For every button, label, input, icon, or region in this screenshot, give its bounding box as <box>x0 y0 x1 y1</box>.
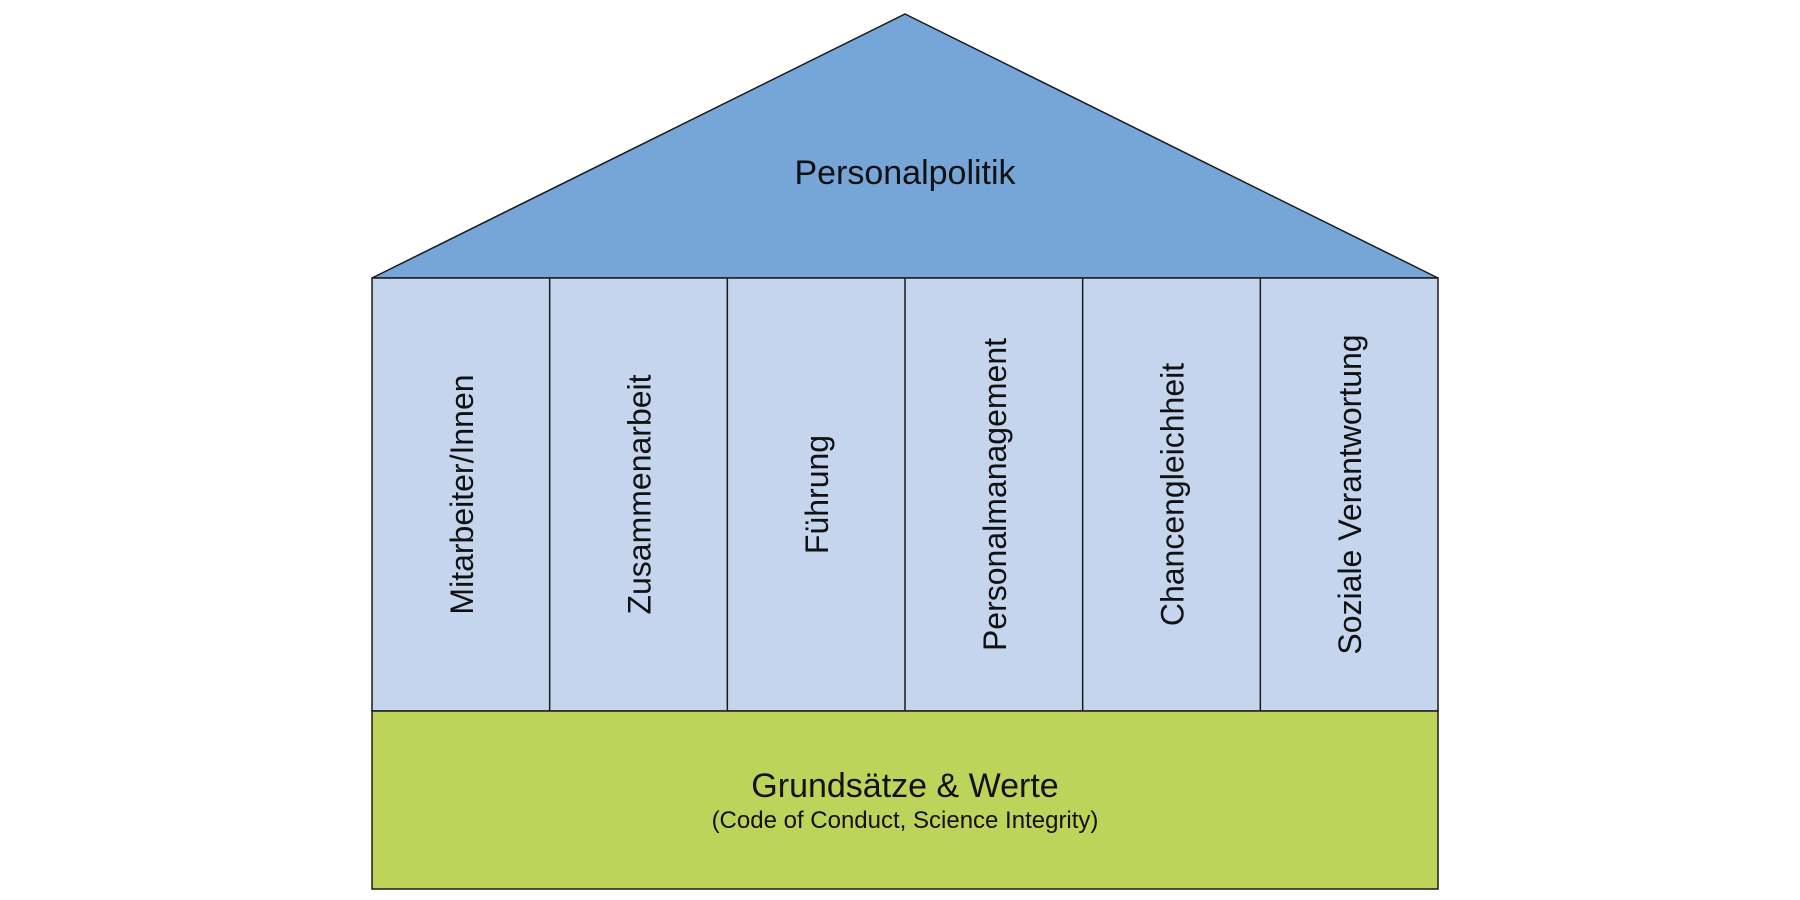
roof-triangle <box>371 13 1439 279</box>
foundation-subtitle: (Code of Conduct, Science Integrity) <box>712 807 1099 834</box>
roof: Personalpolitik <box>371 13 1439 279</box>
pillar-label: Chancengleichheit <box>1155 363 1191 626</box>
pillar-label: Personalmanagement <box>977 338 1013 651</box>
pillars: Mitarbeiter/Innen Zusammenarbeit Führung Pe… <box>371 277 1439 712</box>
foundation-title: Grundsätze & Werte <box>751 767 1058 805</box>
roof-label: Personalpolitik <box>794 154 1016 192</box>
foundation-block <box>371 710 1439 890</box>
pillar-label: Mitarbeiter/Innen <box>444 374 480 614</box>
foundation: Grundsätze & Werte (Code of Conduct, Sci… <box>371 710 1439 890</box>
pillar-label: Zusammenarbeit <box>622 374 658 614</box>
pillar-label: Führung <box>799 435 835 554</box>
pillar-label: Soziale Verantwortung <box>1332 334 1368 654</box>
